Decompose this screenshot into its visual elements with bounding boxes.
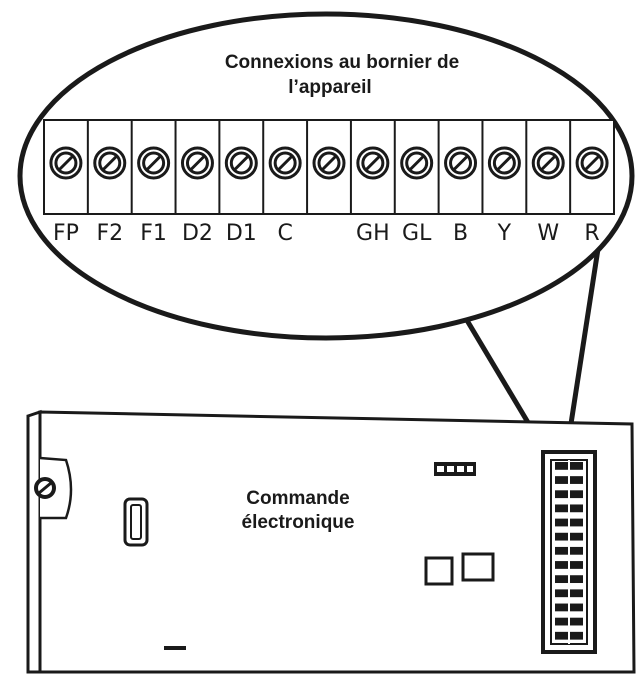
board-terminal-block <box>541 450 597 654</box>
screw-terminal-icon <box>356 146 390 180</box>
board-title-line2: électronique <box>242 512 355 533</box>
screw-slot <box>364 154 381 172</box>
terminal-label: F1 <box>140 221 167 246</box>
control-board: Commande électronique <box>26 409 636 674</box>
terminal-label: R <box>584 221 599 246</box>
screw-slot <box>584 154 601 172</box>
screw-slot <box>408 154 425 172</box>
terminal-label: D1 <box>226 221 257 246</box>
screw-terminal-icon <box>444 146 478 180</box>
leader-line-right <box>563 235 603 457</box>
board-side-face <box>26 409 42 674</box>
dip-switch-4 <box>467 466 473 472</box>
fuse-inner <box>130 504 142 540</box>
mounting-screw-slot <box>38 481 52 495</box>
screw-slot <box>57 154 74 172</box>
screw-terminal-icon <box>312 146 346 180</box>
screw-terminal-icon <box>575 146 609 180</box>
screw-terminal-icon <box>93 146 127 180</box>
dip-switch-body <box>434 462 476 476</box>
screw-slot <box>145 154 162 172</box>
dip-switch-icon <box>434 462 476 476</box>
screw-terminal-icon <box>531 146 565 180</box>
terminal-strip <box>43 119 615 215</box>
dip-switch-2 <box>447 466 454 472</box>
terminal-label: C <box>277 221 292 246</box>
screw-slot <box>540 154 557 172</box>
terminal-label: F2 <box>96 221 123 246</box>
screw-terminal-icon <box>487 146 521 180</box>
dip-switch-3 <box>457 466 464 472</box>
screw-terminal-icon <box>49 146 83 180</box>
relay-left <box>424 556 454 586</box>
terminal-label: Y <box>497 221 512 246</box>
terminal-label: B <box>453 221 468 246</box>
screw-terminal-icon <box>268 146 302 180</box>
screw-slot <box>101 154 118 172</box>
screw-terminal-icon <box>180 146 214 180</box>
callout-title-line1: Connexions au bornier de <box>225 52 459 73</box>
terminal-label: D2 <box>182 221 213 246</box>
fuse-icon <box>123 497 149 547</box>
screw-terminal-icon <box>137 146 171 180</box>
bottom-connector <box>164 646 186 650</box>
terminal-label: FP <box>53 221 79 246</box>
screw-terminal-icon <box>224 146 258 180</box>
callout-title-line2: l’appareil <box>288 77 371 98</box>
relay-right <box>461 552 495 582</box>
terminal-label: W <box>537 221 559 246</box>
screw-slot <box>452 154 469 172</box>
board-title-line1: Commande <box>246 488 349 509</box>
screw-slot <box>189 154 206 172</box>
screw-slot <box>496 154 513 172</box>
terminal-label: GH <box>356 221 390 246</box>
screw-slot <box>233 154 250 172</box>
mounting-screw-icon <box>34 456 73 520</box>
terminal-label: GL <box>402 221 432 246</box>
screw-slot <box>320 154 338 172</box>
screw-slot <box>277 154 294 172</box>
dip-switch-1 <box>437 466 444 472</box>
screw-terminal-icon <box>400 146 434 180</box>
